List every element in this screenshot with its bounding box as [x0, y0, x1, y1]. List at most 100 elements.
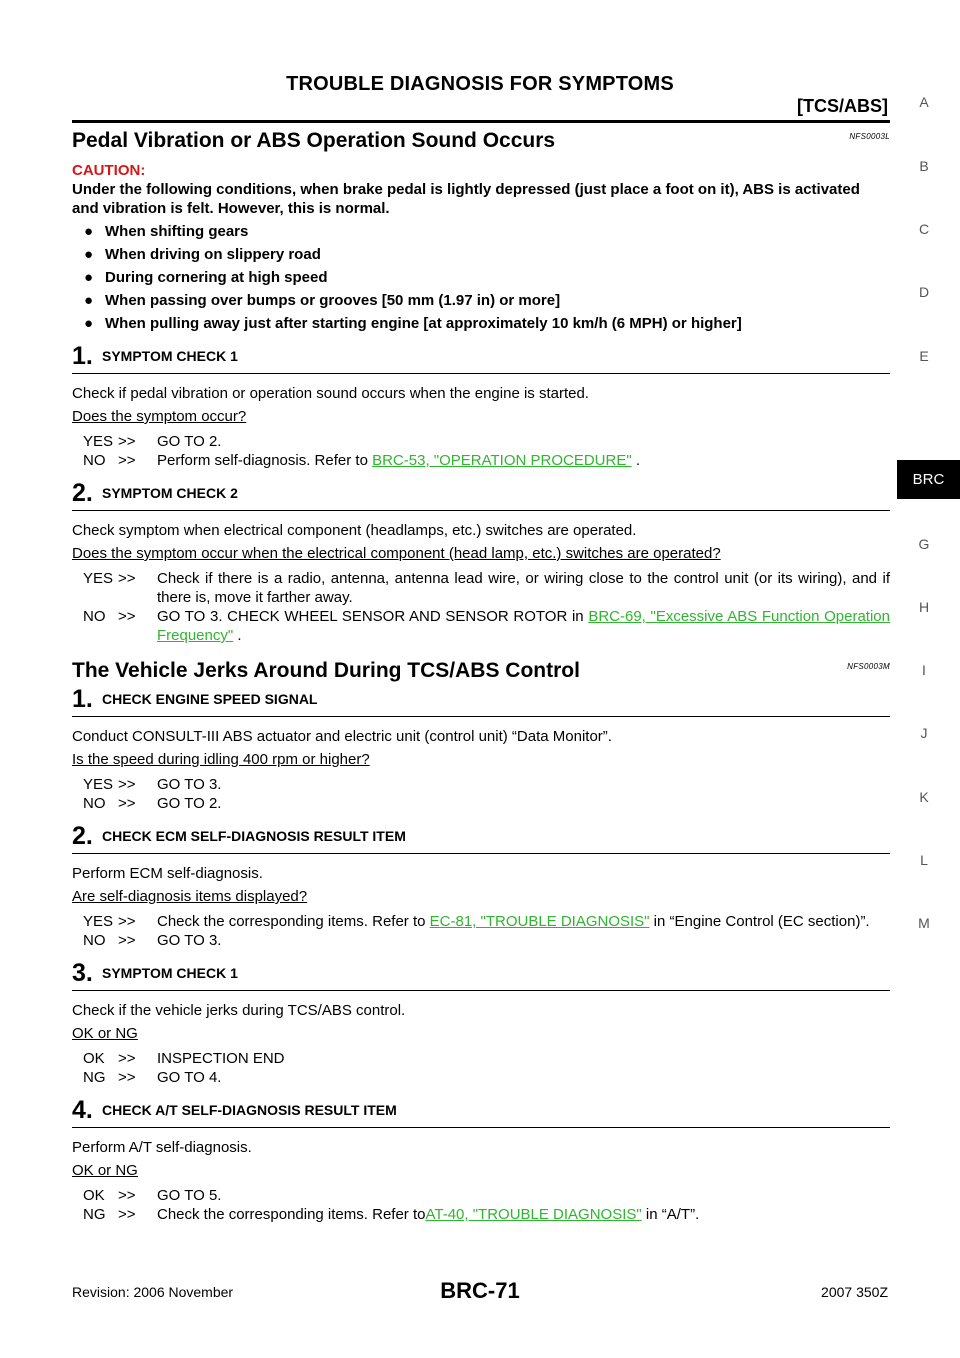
step-title: SYMPTOM CHECK 1	[102, 965, 238, 981]
answer-text: GO TO 3.	[157, 932, 222, 949]
section-tab-brc[interactable]: BRC	[897, 460, 960, 499]
caution-conditions-list: ●When shifting gears ●When driving on sl…	[72, 222, 890, 333]
answer-text: GO TO 3. CHECK WHEEL SENSOR AND SENSOR R…	[157, 608, 890, 644]
arrow-icon: >>	[118, 913, 136, 930]
step-number: 2.	[72, 479, 93, 507]
answer-text: GO TO 4.	[157, 1069, 222, 1086]
answer-row: YES >> Check the corresponding items. Re…	[72, 912, 890, 931]
answer-key: NO	[83, 932, 106, 949]
answer-key: YES	[83, 913, 114, 930]
step-question: Are self-diagnosis items displayed?	[72, 888, 308, 905]
list-item: ●When passing over bumps or grooves [50 …	[84, 292, 561, 309]
reference-link[interactable]: EC-81, "TROUBLE DIAGNOSIS"	[429, 913, 650, 930]
arrow-icon: >>	[118, 433, 136, 450]
answer-row: NO >> GO TO 3.	[72, 931, 890, 950]
step-instruction: Perform ECM self-diagnosis.	[72, 865, 263, 882]
section-index-letter[interactable]: D	[918, 284, 930, 300]
arrow-icon: >>	[118, 1187, 136, 1204]
section-code: NFS0003L	[849, 132, 890, 141]
step-title: SYMPTOM CHECK 1	[102, 348, 238, 364]
step-header: 2.SYMPTOM CHECK 2	[72, 480, 890, 511]
step-header: 4.CHECK A/T SELF-DIAGNOSIS RESULT ITEM	[72, 1097, 890, 1128]
answer-row: NO >> GO TO 2.	[72, 794, 890, 813]
answer-key: YES	[83, 570, 114, 587]
arrow-icon: >>	[118, 932, 136, 949]
step-title: CHECK ENGINE SPEED SIGNAL	[102, 691, 318, 707]
answer-text: GO TO 2.	[157, 433, 222, 450]
answer-key: NG	[83, 1206, 106, 1223]
caution-text: Under the following conditions, when bra…	[72, 181, 860, 217]
bullet-icon: ●	[84, 223, 94, 240]
answer-text: GO TO 3.	[157, 776, 222, 793]
page-header-title: TROUBLE DIAGNOSIS FOR SYMPTOMS	[286, 73, 674, 95]
answer-row: YES >> Check if there is a radio, antenn…	[72, 569, 890, 607]
section-title-vehicle-jerks: The Vehicle Jerks Around During TCS/ABS …	[72, 658, 890, 684]
step-instruction: Perform A/T self-diagnosis.	[72, 1139, 252, 1156]
section-code: NFS0003M	[847, 662, 890, 671]
list-item: ●When driving on slippery road	[84, 246, 321, 263]
answer-row: NO >> GO TO 3. CHECK WHEEL SENSOR AND SE…	[72, 607, 890, 645]
section-index-letter[interactable]: I	[922, 662, 926, 678]
section-index-letter[interactable]: J	[920, 725, 928, 741]
step-header: 2. CHECK ECM SELF-DIAGNOSIS RESULT ITEM	[72, 823, 890, 854]
step-question: Does the symptom occur?	[72, 408, 247, 425]
step-number: 1.	[72, 685, 93, 713]
header-rule	[72, 120, 890, 123]
page-header-section: [TCS/ABS]	[797, 96, 888, 116]
section-index-letter[interactable]: C	[918, 221, 930, 237]
answer-text: INSPECTION END	[157, 1050, 285, 1067]
footer-page-number: BRC-71	[440, 1278, 520, 1303]
step-header: 1. SYMPTOM CHECK 1	[72, 343, 890, 374]
answer-row: OK >> GO TO 5.	[72, 1186, 890, 1205]
page-content: Pedal Vibration or ABS Operation Sound O…	[72, 124, 890, 1224]
bullet-icon: ●	[84, 315, 94, 332]
step-instruction: Check symptom when electrical component …	[72, 522, 637, 539]
answer-text: Check the corresponding items. Refer to …	[157, 913, 870, 930]
step-instruction: Check if pedal vibration or operation so…	[72, 385, 589, 402]
answer-text: GO TO 2.	[157, 795, 222, 812]
section-index-letter[interactable]: K	[919, 789, 929, 805]
answer-list: YES >> GO TO 2. NO >> Perform self-diagn…	[72, 432, 890, 470]
section-index-letter[interactable]: H	[918, 599, 930, 615]
step-title: CHECK ECM SELF-DIAGNOSIS RESULT ITEM	[102, 828, 406, 844]
answer-list: YES >> GO TO 3. NO >> GO TO 2.	[72, 775, 890, 813]
section-title-text: The Vehicle Jerks Around During TCS/ABS …	[72, 659, 580, 682]
section-index-letter[interactable]: L	[920, 852, 928, 868]
answer-text: GO TO 5.	[157, 1187, 222, 1204]
answer-text: Perform self-diagnosis. Refer to BRC-53,…	[157, 452, 641, 469]
section-index-letter[interactable]: B	[919, 158, 929, 174]
section-title-text: Pedal Vibration or ABS Operation Sound O…	[72, 129, 556, 152]
answer-text: Check if there is a radio, antenna, ante…	[157, 570, 890, 606]
step-question: Is the speed during idling 400 rpm or hi…	[72, 751, 370, 768]
list-item: ●When shifting gears	[84, 223, 249, 240]
section-index-letter[interactable]: A	[919, 94, 929, 110]
bullet-icon: ●	[84, 269, 94, 286]
step-header: 3. SYMPTOM CHECK 1	[72, 960, 890, 991]
answer-row: NO >> Perform self-diagnosis. Refer to B…	[72, 451, 890, 470]
reference-link[interactable]: BRC-53, "OPERATION PROCEDURE"	[372, 452, 632, 469]
reference-link[interactable]: AT-40, "TROUBLE DIAGNOSIS"	[425, 1206, 642, 1223]
footer-model: 2007 350Z	[821, 1284, 888, 1300]
answer-list: OK >> INSPECTION END NG >> GO TO 4.	[72, 1049, 890, 1087]
answer-list: YES >> Check the corresponding items. Re…	[72, 912, 890, 950]
section-index-letter[interactable]: G	[918, 536, 930, 552]
answer-list: YES >> Check if there is a radio, antenn…	[72, 569, 890, 645]
arrow-icon: >>	[118, 608, 136, 625]
step-number: 2.	[72, 822, 93, 850]
reference-link[interactable]: BRC-69, "Excessive ABS Function Operatio…	[157, 608, 890, 644]
caution-label: CAUTION:	[72, 162, 146, 179]
answer-key: NO	[83, 795, 106, 812]
bullet-icon: ●	[84, 246, 94, 263]
step-number: 1.	[72, 342, 93, 370]
answer-text: Check the corresponding items. Refer toA…	[157, 1206, 700, 1223]
step-header: 1. CHECK ENGINE SPEED SIGNAL	[72, 686, 890, 717]
section-index-letter[interactable]: E	[919, 348, 929, 364]
arrow-icon: >>	[118, 1206, 136, 1223]
arrow-icon: >>	[118, 570, 136, 587]
list-item: ●When pulling away just after starting e…	[84, 315, 742, 332]
answer-key: NG	[83, 1069, 106, 1086]
answer-row: YES >> GO TO 2.	[72, 432, 890, 451]
section-index-letter[interactable]: M	[918, 915, 930, 931]
step-number: 3.	[72, 959, 93, 987]
